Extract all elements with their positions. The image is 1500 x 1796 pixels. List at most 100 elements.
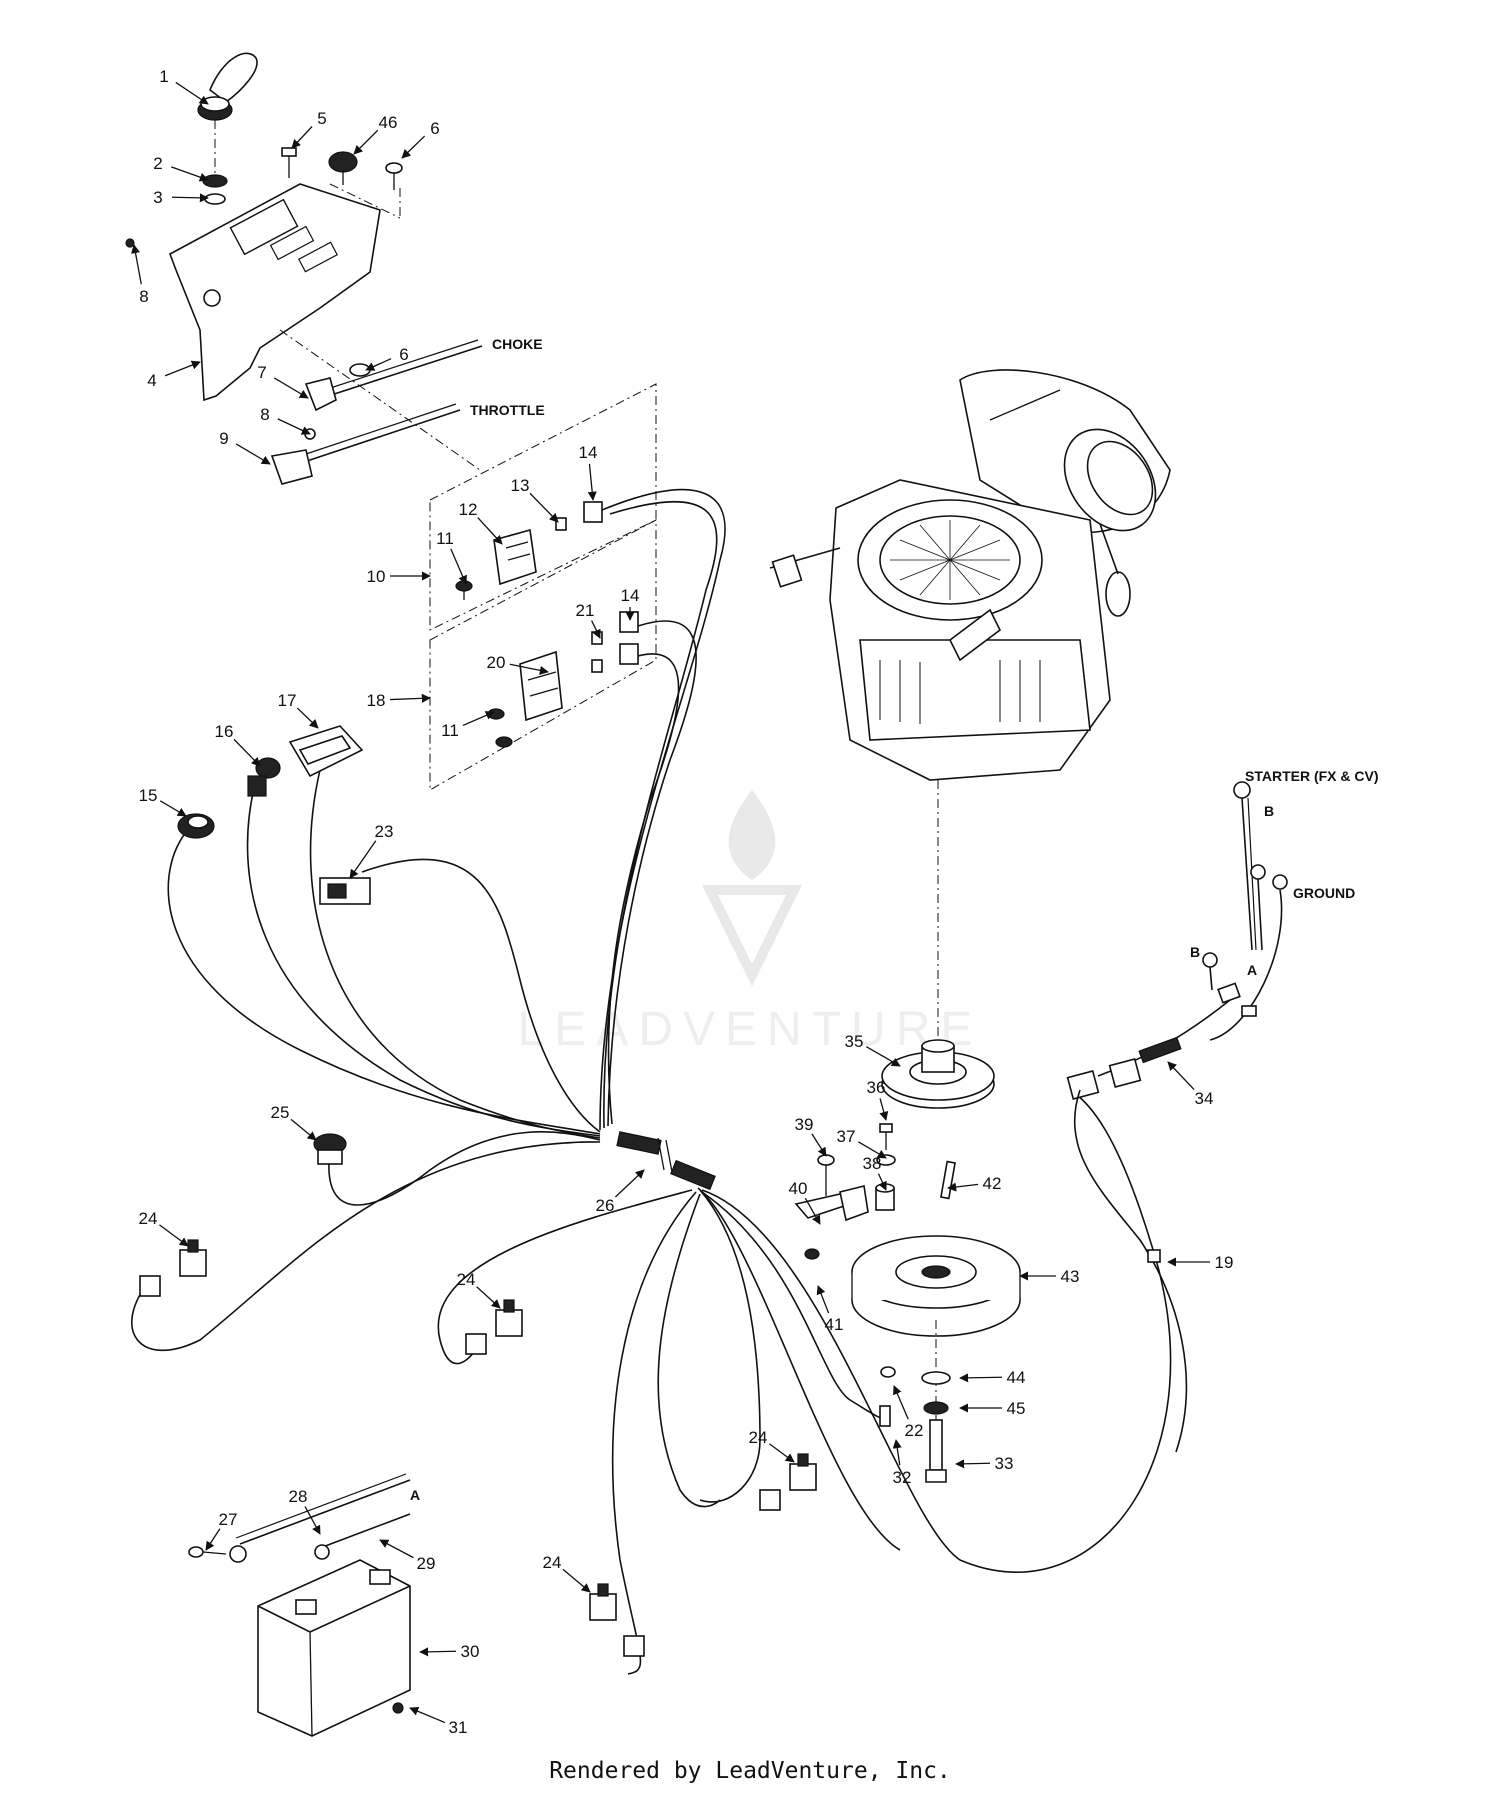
knob-46	[328, 151, 358, 185]
engine	[769, 369, 1171, 1044]
key-42	[940, 1160, 956, 1200]
screw-6	[385, 162, 403, 190]
callout-c28: 28	[289, 1487, 321, 1535]
key-nut	[202, 174, 228, 188]
pto-clutch-43	[851, 1235, 1021, 1337]
bolt-33	[925, 1419, 947, 1483]
callout-leader	[175, 81, 209, 105]
nut-31	[392, 1702, 404, 1714]
callout-c2: 2	[153, 154, 209, 182]
callout-c24d: 24	[543, 1553, 591, 1593]
hour-meter-15	[177, 813, 215, 839]
callout-c6a: 6	[401, 119, 440, 159]
callout-number: 41	[825, 1315, 844, 1334]
switch-24b	[465, 1299, 523, 1355]
callout-c5: 5	[291, 109, 327, 149]
callout-c23: 23	[349, 822, 394, 879]
callout-number: 14	[579, 443, 598, 462]
callout-leader	[159, 800, 187, 817]
callout-number: 9	[219, 429, 228, 448]
callout-c19: 19	[1167, 1253, 1234, 1272]
callout-number: 22	[905, 1421, 924, 1440]
clip-8	[125, 238, 135, 248]
callout-number: 19	[1215, 1253, 1234, 1272]
callout-number: 40	[789, 1179, 808, 1198]
callout-c14b: 14	[621, 586, 639, 621]
ignition-key	[197, 52, 258, 178]
callout-leader	[959, 1373, 1003, 1383]
callout-c15: 15	[139, 786, 187, 817]
callout-leader	[816, 1285, 830, 1314]
callout-number: 4	[147, 371, 156, 390]
callout-c45: 45	[959, 1399, 1025, 1418]
callout-c12: 12	[459, 500, 503, 545]
callout-leader	[205, 1528, 221, 1551]
callout-leader	[450, 548, 467, 585]
callout-leader	[879, 1098, 889, 1121]
callout-number: 29	[417, 1554, 436, 1573]
callout-c1: 1	[159, 67, 209, 105]
callout-leader	[290, 1118, 317, 1141]
callout-leader	[291, 126, 313, 149]
battery-assembly	[188, 1473, 411, 1737]
callout-number: 8	[260, 405, 269, 424]
starter-ground-cables	[1066, 781, 1288, 1453]
callout-c43: 43	[1019, 1267, 1079, 1286]
callout-c37: 37	[837, 1127, 887, 1159]
callout-number: 10	[367, 567, 386, 586]
callout-c20: 20	[487, 653, 549, 675]
callout-leader	[235, 443, 271, 465]
callout-c31: 31	[409, 1706, 467, 1737]
callout-leader	[955, 1459, 991, 1469]
callout-number: 27	[219, 1510, 238, 1529]
callout-c8a: 8	[131, 244, 149, 306]
callout-c26: 26	[596, 1169, 645, 1215]
callout-c35: 35	[845, 1032, 901, 1067]
watermark-text: LEADVENTURE	[518, 1003, 983, 1056]
callout-c10: 10	[367, 567, 431, 586]
callout-c38: 38	[863, 1154, 887, 1191]
callout-c30: 30	[419, 1642, 479, 1661]
connector-14b	[619, 611, 639, 633]
callout-leader	[892, 1439, 902, 1466]
callout-c4: 4	[147, 360, 201, 390]
callout-c16: 16	[215, 722, 261, 767]
callout-leader	[947, 1182, 979, 1192]
callout-c46: 46	[353, 113, 397, 155]
callout-c22: 22	[893, 1385, 924, 1440]
callout-leader	[562, 1568, 591, 1593]
callout-number: 32	[893, 1468, 912, 1487]
callout-leader	[353, 129, 379, 155]
callout-number: 11	[441, 721, 459, 740]
callout-number: 12	[459, 500, 478, 519]
callout-c44: 44	[959, 1368, 1026, 1387]
tag-a2: A	[410, 1487, 420, 1503]
callout-number: 3	[153, 188, 162, 207]
callout-c40: 40	[789, 1179, 821, 1225]
callout-leader	[419, 1647, 457, 1657]
callout-number: 20	[487, 653, 506, 672]
callout-number: 8	[139, 287, 148, 306]
callout-c8b: 8	[260, 405, 311, 435]
callout-number: 38	[863, 1154, 882, 1173]
callout-leader	[389, 693, 431, 703]
tag-starter: STARTER (FX & CV)	[1245, 768, 1379, 784]
callout-leader	[1167, 1061, 1195, 1090]
callout-leader	[614, 1169, 645, 1198]
callout-number: 26	[596, 1196, 615, 1215]
tag-b1: B	[1264, 803, 1274, 819]
callout-number: 44	[1007, 1368, 1026, 1387]
callout-number: 1	[159, 67, 168, 86]
terminal-21b	[591, 659, 603, 673]
nut-22	[880, 1366, 896, 1378]
callout-number: 13	[511, 476, 530, 495]
bolt-36	[879, 1123, 893, 1150]
callout-leader	[462, 711, 495, 727]
callout-leader	[477, 517, 503, 545]
callout-number: 23	[375, 822, 394, 841]
callout-number: 24	[457, 1270, 476, 1289]
callout-number: 42	[983, 1174, 1002, 1193]
key-washer	[204, 193, 226, 205]
